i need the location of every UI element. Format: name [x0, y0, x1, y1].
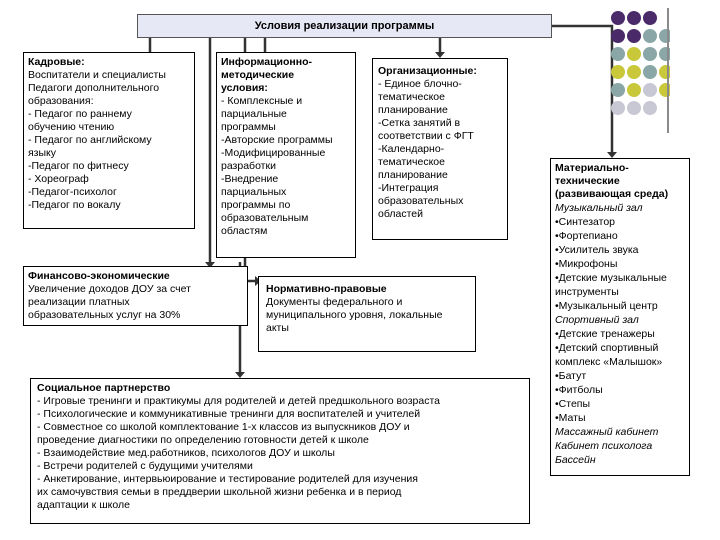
decorative-dot — [643, 47, 657, 61]
material-item: •Фитболы — [555, 384, 603, 396]
org-box: Организационные: - Единое блочно- темати… — [372, 58, 508, 240]
decorative-dot — [611, 101, 625, 115]
info-box: Информационно- методические условия: - К… — [216, 52, 356, 258]
material-item: •Детский спортивный комплекс «Малышок» — [555, 342, 663, 368]
decorative-dot — [627, 29, 641, 43]
material-item: •Детские музыкальные инструменты — [555, 272, 667, 298]
material-item: •Степы — [555, 398, 591, 410]
material-item: •Батут — [555, 370, 587, 382]
decorative-dot — [643, 11, 657, 25]
material-item: •Синтезатор — [555, 216, 616, 228]
decorative-dot — [611, 83, 625, 97]
material-item: •Усилитель звука — [555, 244, 639, 256]
material-item: •Микрофоны — [555, 258, 618, 270]
material-item: •Маты — [555, 412, 586, 424]
finance-lines: Увеличение доходов ДОУ за счет реализаци… — [28, 283, 191, 321]
decorative-dot — [611, 47, 625, 61]
info-heading: Информационно- методические условия: — [221, 56, 313, 94]
decorative-dot — [611, 29, 625, 43]
material-items: Музыкальный зал •Синтезатор •Фортепиано •Ус… — [555, 201, 685, 467]
material-item: Бассейн — [555, 454, 596, 466]
material-item: Музыкальный зал — [555, 202, 643, 214]
decorative-divider — [667, 8, 669, 133]
material-item: •Детские тренажеры — [555, 328, 655, 340]
material-item: Массажный кабинет — [555, 426, 659, 438]
legal-box: Нормативно-правовые Документы федерально… — [258, 276, 476, 352]
material-box: Материально- технические (развивающая ср… — [550, 158, 690, 476]
finance-heading: Финансово-экономические — [28, 270, 170, 282]
finance-box: Финансово-экономические Увеличение доход… — [23, 266, 248, 326]
social-box: Социальное партнерство - Игровые тренинг… — [30, 378, 530, 524]
social-heading: Социальное партнерство — [37, 382, 171, 394]
decorative-dot — [627, 83, 641, 97]
diagram-title: Условия реализации программы — [137, 14, 552, 38]
material-item: Кабинет психолога — [555, 440, 653, 452]
org-lines: - Единое блочно- тематическое планирован… — [378, 78, 474, 220]
staff-heading: Кадровые: — [28, 56, 85, 68]
material-item: •Музыкальный центр — [555, 300, 658, 312]
staff-box: Кадровые: Воспитатели и специалисты Педа… — [23, 52, 195, 229]
decorative-dot — [627, 11, 641, 25]
decorative-dot — [627, 65, 641, 79]
decorative-dot — [643, 29, 657, 43]
decorative-dot — [643, 101, 657, 115]
material-item: Спортивный зал — [555, 314, 639, 326]
decorative-dot — [643, 83, 657, 97]
material-heading: Материально- технические (развивающая ср… — [555, 162, 669, 200]
legal-heading: Нормативно-правовые — [266, 283, 387, 295]
decorative-dot — [627, 101, 641, 115]
staff-lines: Воспитатели и специалисты Педагоги допол… — [28, 69, 166, 211]
decorative-dot — [627, 47, 641, 61]
decorative-dot — [611, 11, 625, 25]
material-item: •Фортепиано — [555, 230, 618, 242]
info-lines: - Комплексные и парциальные программы -А… — [221, 95, 333, 237]
org-heading: Организационные: — [378, 65, 477, 77]
social-lines: - Игровые тренинги и практикумы для роди… — [37, 395, 440, 511]
legal-lines: Документы федерального и муниципального … — [266, 296, 443, 334]
decorative-dot — [643, 65, 657, 79]
decorative-dots — [611, 11, 670, 115]
decorative-dot — [611, 65, 625, 79]
